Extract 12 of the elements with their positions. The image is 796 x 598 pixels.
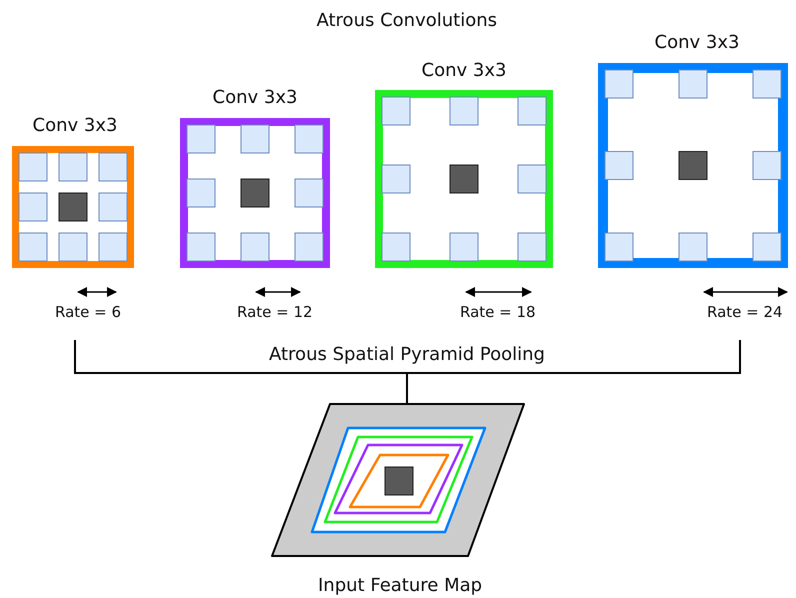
bracket-label: Atrous Spatial Pyramid Pooling [269, 344, 545, 364]
rate-label: Rate = 24 [707, 303, 783, 321]
rate-label: Rate = 12 [237, 303, 313, 321]
kernel-title: Conv 3x3 [32, 114, 118, 136]
kernel-title: Conv 3x3 [422, 60, 506, 80]
connector-line [406, 340, 741, 403]
rate-label: Rate = 6 [55, 303, 122, 321]
kernel-title: Conv 3x3 [212, 86, 298, 108]
kernel-title: Conv 3x3 [654, 32, 740, 52]
rate-label: Rate = 18 [460, 303, 536, 321]
diagram-title: Atrous Convolutions [316, 10, 498, 30]
map-caption: Input Feature Map [318, 574, 482, 596]
